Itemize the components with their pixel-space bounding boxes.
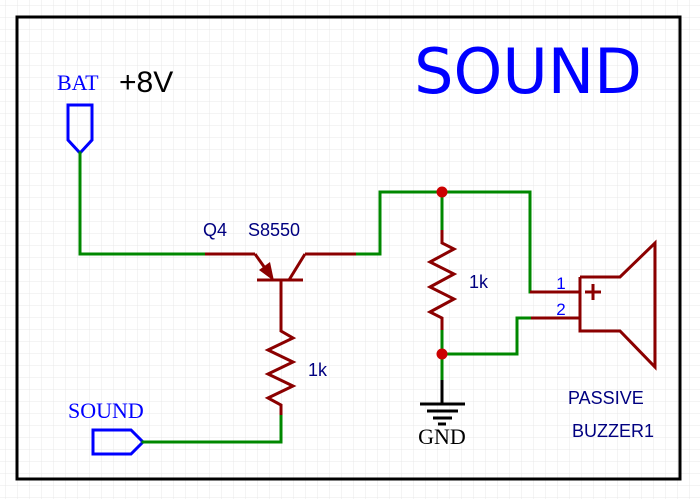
wire-sound-to-resistor xyxy=(141,413,283,444)
sound-port-symbol xyxy=(91,428,146,456)
buzzer-pin1-label: 1 xyxy=(556,274,565,293)
resistor-base[interactable]: 1k xyxy=(264,326,328,415)
bat-voltage-label: +8V xyxy=(119,66,173,99)
junction-dot xyxy=(436,186,448,198)
bat-port-label: BAT xyxy=(57,70,99,95)
buzzer-name-line1: PASSIVE xyxy=(568,388,644,408)
ground-symbol[interactable]: GND xyxy=(418,380,466,449)
buzzer-name-line2: BUZZER1 xyxy=(572,421,654,441)
transistor-part-number: S8550 xyxy=(248,220,300,240)
passive-buzzer[interactable]: 1 2 PASSIVE BUZZER1 xyxy=(530,239,657,441)
resistor-pullup[interactable]: 1k xyxy=(426,230,489,330)
wire-bat-to-emitter xyxy=(78,151,207,256)
transistor-designator: Q4 xyxy=(203,220,227,240)
resistor-value-label: 1k xyxy=(308,360,328,380)
wire-ground-to-buzzer xyxy=(440,316,533,356)
sheet-title: SOUND xyxy=(414,35,642,108)
transistor-q4[interactable]: Q4 S8550 xyxy=(203,220,356,326)
sheet-frame xyxy=(15,15,682,481)
sound-net-port[interactable]: SOUND xyxy=(68,398,146,456)
bat-net-port[interactable]: BAT xyxy=(57,70,99,156)
emitter-arrow-icon xyxy=(259,262,274,281)
resistor-value-label: 1k xyxy=(469,272,489,292)
ground-label: GND xyxy=(418,424,466,449)
bat-port-symbol xyxy=(66,103,94,156)
wire-collector-to-buzzer xyxy=(354,190,532,294)
buzzer-pin2-label: 2 xyxy=(556,300,565,319)
wires xyxy=(78,151,533,444)
junction-dot xyxy=(436,348,448,360)
sound-port-label: SOUND xyxy=(68,398,144,423)
